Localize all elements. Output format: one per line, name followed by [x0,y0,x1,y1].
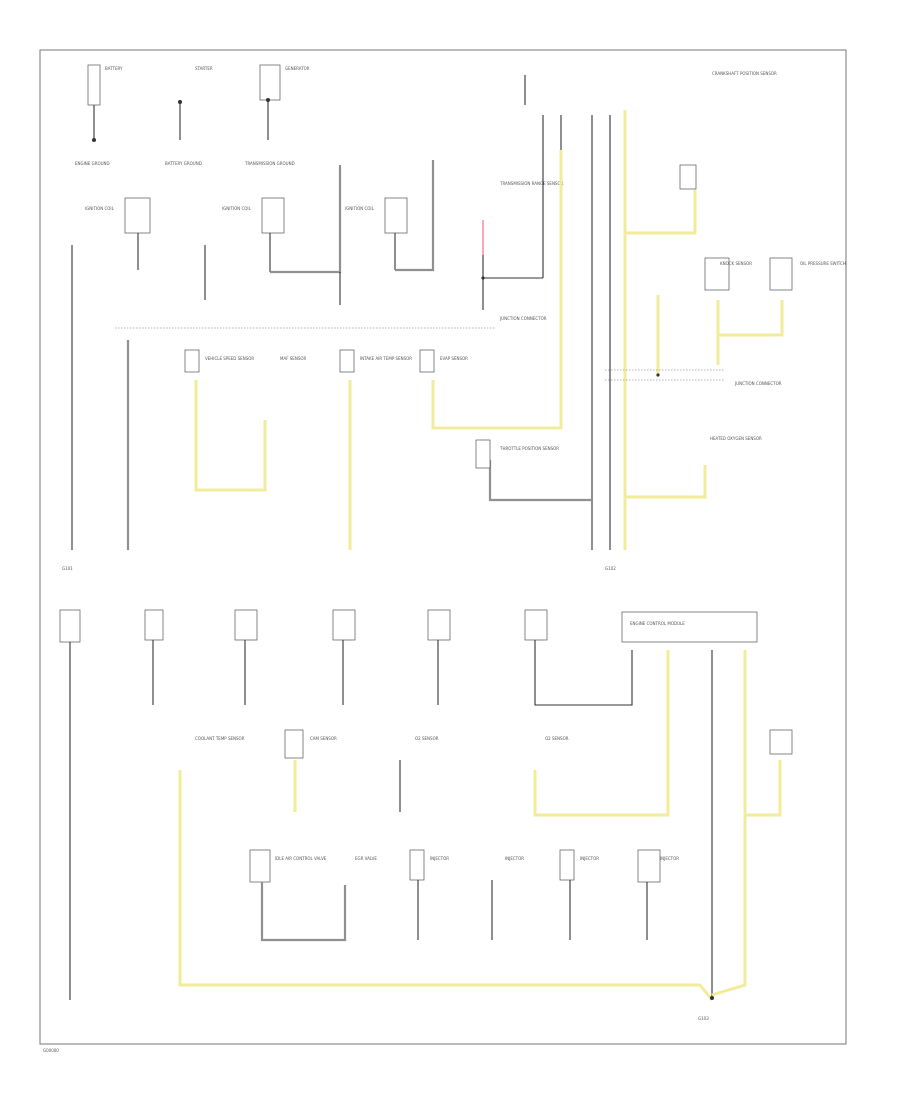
svg-text:TRANSMISSION GROUND: TRANSMISSION GROUND [244,161,295,166]
junction-label-2: JUNCTION CONNECTOR [734,381,782,386]
svg-text:O2 SENSOR: O2 SENSOR [545,736,569,741]
svg-text:INJECTOR: INJECTOR [505,856,524,861]
lower-junction-line: JUNCTION CONNECTOR THROTTLE POSITION SEN… [475,369,782,502]
bottom-row-1: ENGINE CONTROL MODULE [59,609,793,1000]
svg-text:VEHICLE SPEED SENSOR: VEHICLE SPEED SENSOR [205,356,254,361]
svg-text:EVAP SENSOR: EVAP SENSOR [440,356,468,361]
svg-text:INJECTOR: INJECTOR [430,856,449,861]
svg-text:IGNITION COIL: IGNITION COIL [85,206,115,211]
diagram-frame [39,49,847,1045]
svg-text:MAF SENSOR: MAF SENSOR [280,356,307,361]
mid-sensor-group: VEHICLE SPEED SENSOR MAF SENSOR INTAKE A… [184,150,563,550]
svg-text:HEATED OXYGEN SENSOR: HEATED OXYGEN SENSOR [710,436,762,441]
ground-labels-mid: G101 G102 [62,566,616,571]
svg-text:IDLE AIR CONTROL VALVE: IDLE AIR CONTROL VALVE [275,856,327,861]
svg-text:BATTERY GROUND: BATTERY GROUND [165,161,202,166]
svg-text:KNOCK SENSOR: KNOCK SENSOR [720,261,752,266]
junction-label-1: JUNCTION CONNECTOR [499,316,547,321]
bottom-ground: G103 G00000 [43,996,714,1053]
svg-text:ENGINE GROUND: ENGINE GROUND [75,161,110,166]
top-right-connectors: TRANSMISSION RANGE SENSOR [481,75,611,550]
svg-text:IGNITION COIL: IGNITION COIL [222,206,252,211]
upper-junction-line: JUNCTION CONNECTOR [71,290,547,550]
svg-text:CRANKSHAFT POSITION SENSOR: CRANKSHAFT POSITION SENSOR [712,71,777,76]
ground-g103: G103 [698,1016,709,1021]
svg-text:INTAKE AIR TEMP SENSOR: INTAKE AIR TEMP SENSOR [360,356,412,361]
svg-text:ENGINE CONTROL MODULE: ENGINE CONTROL MODULE [630,621,685,626]
yellow-ground-bus-upper: CRANKSHAFT POSITION SENSOR KNOCK SENSOR … [623,71,846,550]
svg-text:IGNITION COIL: IGNITION COIL [345,206,375,211]
svg-text:TRANSMISSION RANGE SENSOR: TRANSMISSION RANGE SENSOR [499,181,564,186]
svg-text:BATTERY: BATTERY [105,66,123,71]
svg-text:THROTTLE POSITION SENSOR: THROTTLE POSITION SENSOR [499,446,559,451]
svg-text:O2 SENSOR: O2 SENSOR [415,736,439,741]
ground-g102: G102 [605,566,616,571]
svg-text:INJECTOR: INJECTOR [580,856,599,861]
ground-g101: G101 [62,566,73,571]
svg-text:EGR VALVE: EGR VALVE [355,856,377,861]
svg-text:OIL PRESSURE SWITCH: OIL PRESSURE SWITCH [800,261,846,266]
bottom-row-3: IDLE AIR CONTROL VALVE EGR VALVE INJECTO… [249,849,679,942]
svg-text:CAM SENSOR: CAM SENSOR [310,736,337,741]
svg-text:COOLANT TEMP SENSOR: COOLANT TEMP SENSOR [195,736,245,741]
top-left-components: BATTERY STARTER GENERATOR ENGINE GROUND … [75,64,310,166]
footer-code: G00000 [43,1048,59,1053]
ignition-coil-row: IGNITION COIL IGNITION COIL IGNITION COI… [71,160,435,305]
svg-text:GENERATOR: GENERATOR [285,66,310,71]
svg-text:STARTER: STARTER [195,66,213,71]
bottom-row-2: COOLANT TEMP SENSOR CAM SENSOR O2 SENSOR… [178,729,714,1001]
svg-text:INJECTOR: INJECTOR [660,856,679,861]
